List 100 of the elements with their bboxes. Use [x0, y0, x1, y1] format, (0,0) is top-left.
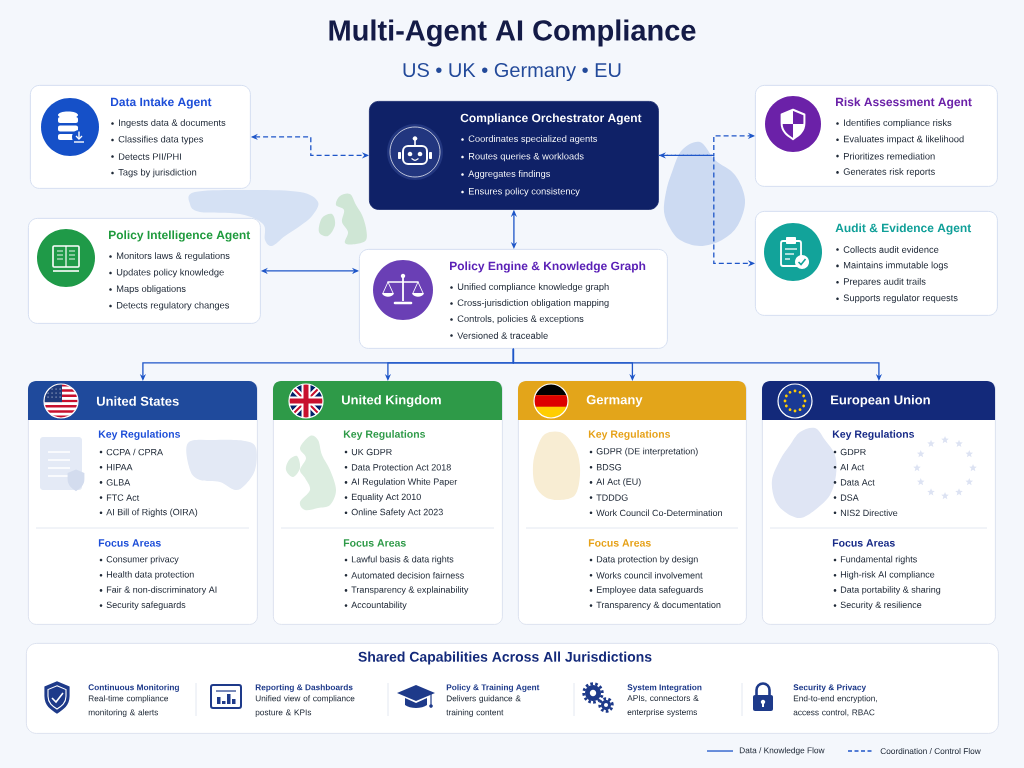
bullet-text: Detects regulatory changes: [116, 301, 230, 311]
bullet-text: Versioned & traceable: [457, 332, 548, 339]
country-card: [28, 381, 258, 625]
title: Multi-Agent AI Compliance: [329, 19, 696, 47]
capability-text: Unified view of compliance posture & KPIs: [255, 695, 355, 717]
capability-text: Delivers guidance & training content: [446, 695, 521, 717]
capability-title: Policy & Training Agent: [446, 684, 540, 692]
country-card: [273, 381, 503, 625]
bullet-text: Data Act: [840, 479, 875, 486]
subtitle: US • UK • Germany • EU: [403, 62, 621, 82]
bullet-text: Classifies data types: [118, 135, 204, 145]
bullet-text: AI Regulation White Paper: [351, 478, 458, 487]
bullet-text: Ingests data & documents: [119, 119, 226, 128]
bullet-text: Transparency & explainability: [351, 586, 469, 595]
bullet-text: Fair & non-discriminatory AI: [106, 586, 217, 595]
section-heading: Key Regulations: [832, 430, 915, 440]
country-card: [762, 381, 996, 625]
bullet-text: Controls, policies & exceptions: [457, 315, 584, 324]
bullet-text: AI Act: [840, 464, 865, 471]
agent-card: [28, 218, 261, 324]
bullet-text: AI Bill of Rights (OIRA): [106, 508, 198, 517]
bullet-text: Collects audit evidence: [843, 246, 939, 253]
bullet-text: Aggregates findings: [468, 170, 551, 179]
capability-title: Security & Privacy: [793, 684, 867, 692]
bullet-text: Data protection by design: [596, 555, 698, 565]
section-heading: Key Regulations: [588, 430, 671, 440]
bullet-text: DSA: [840, 494, 859, 501]
bullet-text: Evaluates impact & likelihood: [844, 135, 964, 145]
capability-text: End-to-end encryption, access control, RBAC: [793, 695, 877, 717]
arrow: [512, 348, 882, 381]
agent-card: [755, 211, 998, 316]
bullet-text: Unified compliance knowledge graph: [457, 283, 609, 292]
agent-card: [30, 85, 251, 189]
bullet-text: GDPR (DE interpretation): [596, 447, 698, 457]
bullet-text: Lawful basis & data rights: [351, 555, 454, 565]
agent-card: [755, 85, 998, 187]
bullet-text: Works council involvement: [596, 571, 703, 579]
bullet-text: TDDDG: [596, 494, 628, 501]
panel-title: Shared Capabilities Across All Jurisdictions: [358, 651, 652, 665]
bullet-text: Accountability: [351, 601, 407, 610]
bullet-text: Security & resilience: [840, 601, 922, 610]
agent-card: [369, 101, 659, 210]
bullet-text: GDPR: [840, 448, 866, 456]
bullet-text: Prepares audit trails: [844, 277, 926, 287]
bullet-text: Routes queries & workloads: [469, 152, 584, 162]
bullet-text: Automated decision fairness: [351, 571, 464, 579]
bullet-text: AI Act (EU): [596, 478, 641, 487]
card-title: Audit & Evidence Agent: [835, 223, 972, 235]
bullet-text: NIS2 Directive: [840, 509, 898, 517]
section-heading: Focus Areas: [588, 539, 651, 547]
bullet-text: Data Protection Act 2018: [351, 463, 451, 471]
legend-text: Data / Knowledge Flow: [739, 747, 825, 755]
bullet-text: Prioritizes remediation: [844, 152, 935, 160]
bullet-text: HIPAA: [106, 464, 133, 471]
bullet-text: GLBA: [106, 479, 131, 486]
bullet-text: High-risk AI compliance: [840, 571, 935, 580]
bullet-text: Supports regulator requests: [843, 294, 958, 304]
country-card: [518, 381, 747, 625]
bullet-text: FTC Act: [106, 494, 140, 501]
bullet-text: Work Council Co-Determination: [596, 509, 722, 517]
bullet-text: Consumer privacy: [106, 555, 179, 565]
bullet-text: Identifies compliance risks: [844, 119, 952, 128]
card-title: Policy Engine & Knowledge Graph: [450, 261, 646, 273]
bullet-text: Maps obligations: [116, 285, 186, 294]
capability-title: Reporting & Dashboards: [255, 684, 353, 692]
bullet-text: Transparency & documentation: [596, 601, 721, 610]
section-heading: Key Regulations: [98, 430, 181, 440]
bullet-text: Data portability & sharing: [840, 586, 941, 595]
bullet-text: Tags by jurisdiction: [118, 168, 197, 178]
section-heading: Key Regulations: [343, 430, 426, 440]
bullet-text: Ensures policy consistency: [469, 187, 580, 197]
bullet-text: Equality Act 2010: [351, 493, 421, 502]
bullet-text: Fundamental rights: [840, 555, 917, 565]
bullet-text: Health data protection: [106, 571, 194, 580]
bullet-text: Security safeguards: [106, 601, 186, 610]
bullet-text: Employee data safeguards: [596, 586, 703, 595]
card-title: Policy Intelligence Agent: [109, 230, 251, 242]
bullet-text: CCPA / CPRA: [106, 448, 164, 456]
capability-text: APIs, connectors & enterprise systems: [627, 695, 699, 717]
card-title: Compliance Orchestrator Agent: [460, 113, 642, 125]
bullet-text: Detects PII/PHI: [118, 153, 181, 160]
capability-title: System Integration: [627, 684, 702, 692]
bullet-text: UK GDPR: [351, 448, 392, 456]
card-title: Data Intake Agent: [111, 97, 212, 109]
capability-title: Continuous Monitoring: [88, 684, 179, 692]
section-heading: Focus Areas: [343, 539, 406, 547]
bullet-text: Coordinates specialized agents: [468, 135, 598, 144]
bullet-text: Monitors laws & regulations: [116, 252, 230, 261]
agent-card: [359, 249, 668, 349]
bullet-text: Updates policy knowledge: [116, 268, 224, 278]
capabilities-panel: [26, 643, 999, 734]
bullet-text: BDSG: [596, 464, 622, 471]
bullet-text: Generates risk reports: [843, 168, 935, 177]
section-heading: Focus Areas: [98, 539, 161, 547]
bullet-text: Online Safety Act 2023: [351, 508, 443, 517]
bullet-text: Maintains immutable logs: [844, 261, 948, 271]
bullet-text: Cross-jurisdiction obligation mapping: [457, 299, 609, 308]
legend-text: Coordination / Control Flow: [880, 747, 981, 755]
card-title: Risk Assessment Agent: [836, 97, 972, 109]
capability-text: Real-time compliance monitoring & alerts: [88, 695, 169, 717]
